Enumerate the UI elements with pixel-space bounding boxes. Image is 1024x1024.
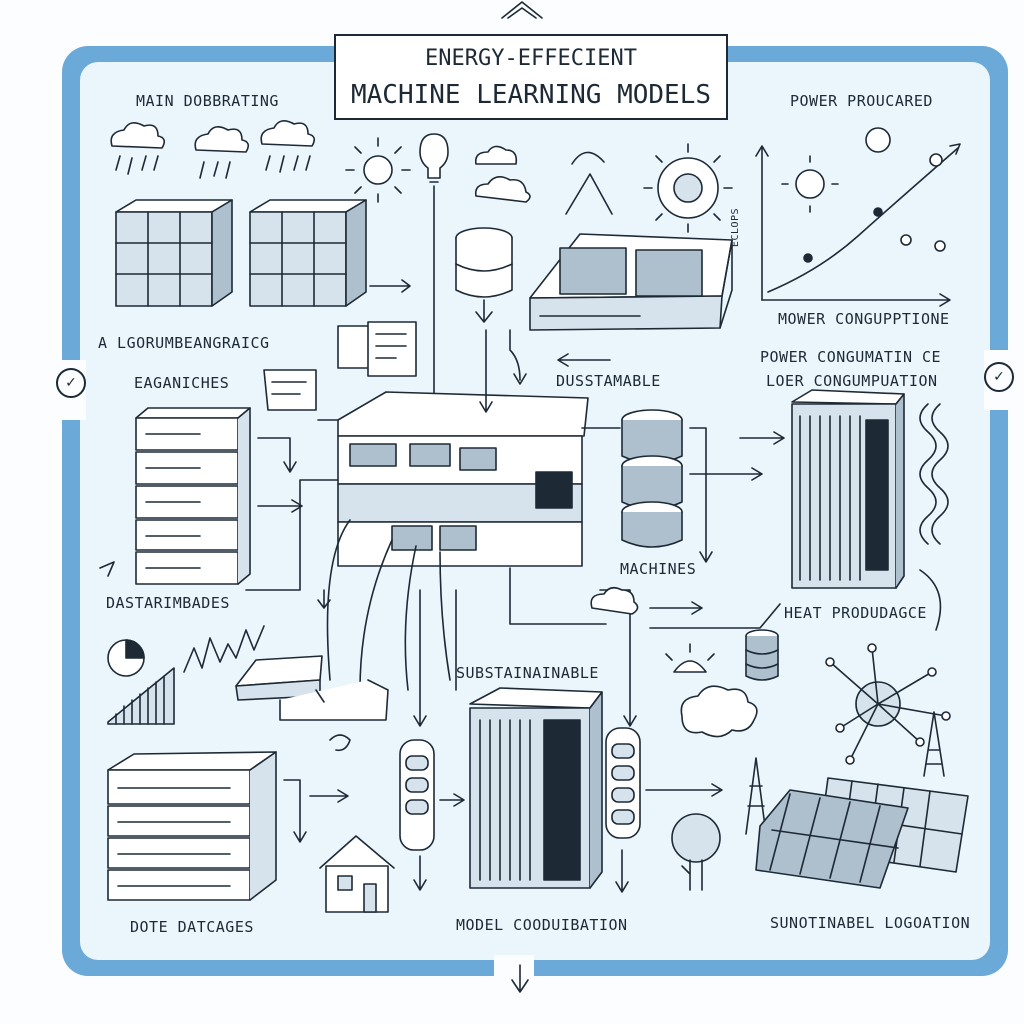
- label-power-procured: POWER PROUCARED: [790, 92, 933, 110]
- label-mower-consumption: MOWER CONGUPPTIONE: [778, 310, 950, 328]
- rack-stack-bottom-left: [107, 751, 277, 901]
- tree-icon: [671, 813, 721, 891]
- label-sustainable-location: SUNOTINABEL LOGOATION: [770, 914, 971, 932]
- data-cube-right: [249, 199, 367, 307]
- label-model-computation: MODEL COODUIBATION: [456, 916, 628, 934]
- cloud-icon: [590, 586, 639, 615]
- label-substainable: SUBSTAINAINABLE: [456, 664, 599, 682]
- label-heat-production: HEAT PRODUDAGCE: [784, 604, 927, 622]
- capsule-right: [605, 727, 641, 839]
- database-small: [745, 629, 779, 681]
- rack-stack-left: [135, 407, 251, 585]
- central-server-stack: [337, 391, 589, 567]
- label-axis-text: ECLOPS: [730, 207, 742, 248]
- title-line-1: ENERGY-EFFECIENT: [425, 46, 637, 71]
- label-eaganiches: EAGANICHES: [134, 374, 230, 392]
- title-line-2: MACHINE LEARNING MODELS: [350, 80, 712, 110]
- label-dastarimbades: DASTARIMBADES: [106, 594, 230, 612]
- heat-wave-icon: [919, 403, 949, 545]
- title-box: ENERGY-EFFECIENT MACHINE LEARNING MODELS: [334, 34, 728, 120]
- label-loer-consumption: LOER CONGUMPUATION: [766, 372, 938, 390]
- label-dustamable: DUSSTAMABLE: [556, 372, 661, 390]
- label-power-consumption: POWER CONGUMATIN CE: [760, 348, 942, 366]
- gear-icon: [643, 143, 733, 233]
- label-dote-datcages: DOTE DATCAGES: [130, 918, 254, 936]
- sun-icon: [345, 137, 411, 203]
- label-machines: MACHINES: [620, 560, 697, 578]
- database-stack: [621, 409, 683, 548]
- stand-icon: [235, 655, 389, 721]
- top-arrow-mark: [501, 1, 543, 19]
- data-cube-left: [115, 199, 233, 307]
- solar-panel-icon: [755, 777, 969, 889]
- capsule-left: [399, 739, 435, 851]
- transmission-tower-icon: [745, 711, 945, 835]
- pie-chart-icon: [107, 639, 145, 677]
- sun-icon: [865, 127, 891, 153]
- network-graph-icon: [825, 643, 951, 765]
- left-circle-mark: ✓: [56, 368, 86, 398]
- line-graph-icon: [183, 625, 265, 673]
- house-icon: [319, 835, 395, 913]
- spool-device: [455, 227, 513, 323]
- cloud-icon: [680, 685, 758, 738]
- sun-icon: [665, 643, 715, 673]
- server-blade-top: [529, 233, 733, 331]
- tall-server-rack: [469, 687, 603, 889]
- cloud-rain-icon: [110, 120, 316, 179]
- bottom-arrow-mark: [511, 964, 529, 993]
- power-chart: [755, 143, 961, 307]
- monitor-icon: [337, 321, 417, 377]
- cooling-tower-rack: [791, 389, 905, 589]
- label-algorithms: A LGORUMBEANGRAICG: [98, 334, 270, 352]
- right-circle-mark: ✓: [984, 362, 1014, 392]
- label-main-dobbrating: MAIN DOBBRATING: [136, 92, 279, 110]
- cloud-icon: [474, 145, 531, 203]
